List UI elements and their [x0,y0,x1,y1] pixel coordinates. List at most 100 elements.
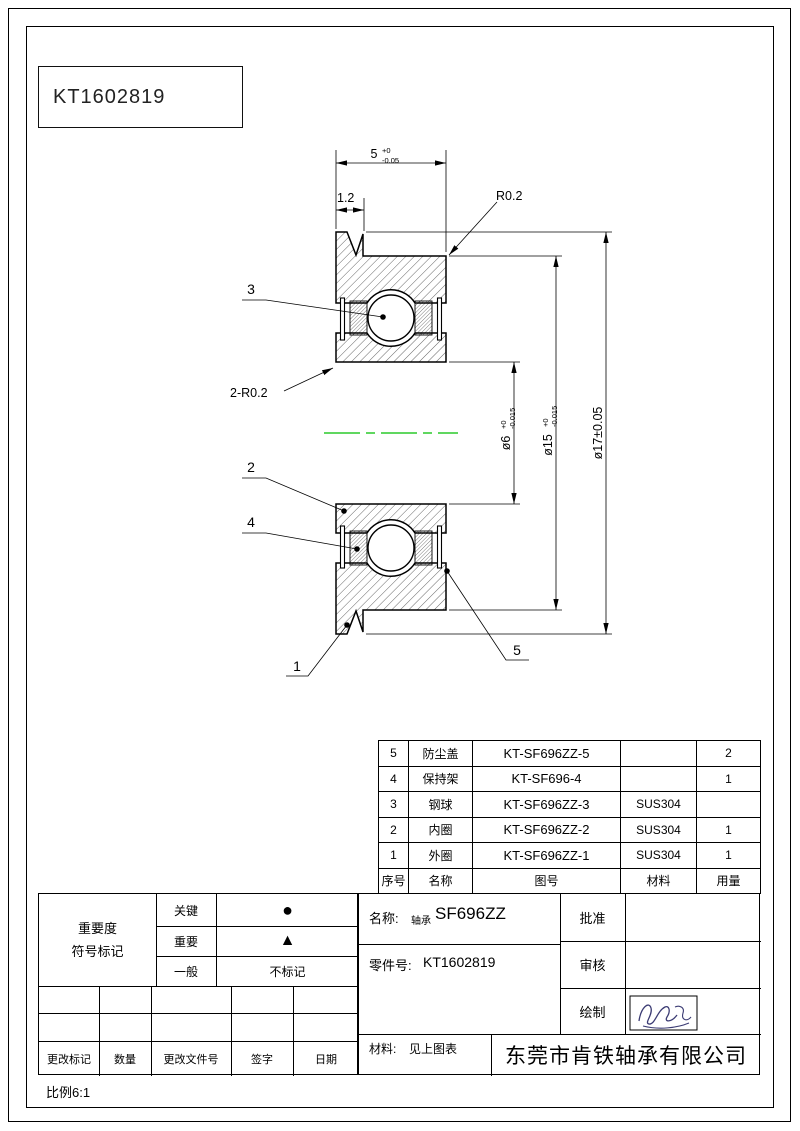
footer-change-doc-no: 更改文件号 [163,1053,219,1066]
bearing-section-drawing: 5 +0 -0.05 1.2 R0.2 2-R0.2 ø6 +0 -0.015 … [230,146,612,677]
parts-cell-qty [696,791,761,818]
parts-row-1: 1 外圈 KT-SF696ZZ-1 SUS304 1 [378,842,761,869]
importance-general-label: 一般 [173,964,198,979]
svg-text:+0: +0 [541,418,550,427]
svg-text:ø15: ø15 [541,434,555,456]
parts-cell-name: 外圈 [408,842,473,869]
outer-border-frame [8,8,791,1122]
dim-flange-width-text: 1.2 [337,191,354,205]
face-radius-text: 2-R0.2 [230,386,268,400]
ball-bottom [367,524,415,572]
importance-table: 重要度 符号标记 关键 重要 一般 ● ▲ 不标记 更改标记 数量 更改文件号 … [38,893,359,1076]
outer-ring-top-section [335,231,447,304]
parts-cell-material: SUS304 [620,816,697,843]
name-prefix: 轴承 [411,916,431,927]
parts-cell-qty: 1 [696,765,761,792]
footer-signature: 签字 [251,1053,273,1066]
svg-text:2: 2 [247,459,255,475]
parts-cell-qty: 1 [696,816,761,843]
parts-cell-material [620,740,697,767]
parts-header-material: 材料 [620,867,697,894]
footer-quantity: 数量 [114,1053,136,1066]
name-value: SF696ZZ [435,904,506,923]
cage-top-left [349,300,368,336]
svg-text:+0: +0 [382,146,391,155]
parts-row-4: 4 保持架 KT-SF696-4 1 [378,765,761,792]
approve-label: 批准 [579,911,606,926]
review-label: 审核 [579,958,606,973]
parts-cell-name: 内圈 [408,816,473,843]
cage-top-right [414,300,433,336]
parts-table: 5 防尘盖 KT-SF696ZZ-5 2 4 保持架 KT-SF696-4 1 … [378,740,761,894]
inner-border-frame [26,26,774,1108]
parts-cell-no: 1 [378,842,409,869]
corner-radius-text: R0.2 [496,189,522,203]
parts-cell-dwg: KT-SF696ZZ-2 [472,816,621,843]
svg-text:4: 4 [247,514,255,530]
parts-cell-name: 防尘盖 [408,740,473,767]
importance-major-label: 重要 [173,934,198,949]
svg-text:ø17±0.05: ø17±0.05 [591,407,605,460]
no-mark-label: 不标记 [269,964,306,979]
flange-od-dim-text: ø17±0.05 [591,407,605,460]
parts-header-row: 序号 名称 图号 材料 用量 [378,867,761,894]
filled-circle-icon: ● [282,899,293,920]
svg-text:ø6: ø6 [499,436,513,451]
part-number-label: 零件号: [369,958,412,973]
od-dim-text: ø15 +0 -0.015 [541,406,559,456]
parts-row-2: 2 内圈 KT-SF696ZZ-2 SUS304 1 [378,816,761,843]
balloon-5: 5 [444,568,529,661]
shield-top-left [339,297,346,341]
parts-cell-dwg: KT-SF696ZZ-1 [472,842,621,869]
footer-change-mark: 更改标记 [47,1053,91,1066]
leader-face-radius [283,367,334,392]
dimension-texts: 5 +0 -0.05 1.2 R0.2 2-R0.2 ø6 +0 -0.015 … [230,146,605,459]
parts-row-3: 3 钢球 KT-SF696ZZ-3 SUS304 [378,791,761,818]
dimension-lines [283,150,612,635]
parts-cell-material: SUS304 [620,791,697,818]
parts-cell-dwg: KT-SF696-4 [472,765,621,792]
parts-cell-material [620,765,697,792]
filled-triangle-icon: ▲ [279,932,296,949]
bore-dim-text: ø6 +0 -0.015 [499,408,517,451]
importance-title: 重要度 符号标记 [71,920,124,959]
parts-cell-dwg: KT-SF696ZZ-3 [472,791,621,818]
bearing-cross-section [324,231,458,635]
parts-cell-name: 保持架 [408,765,473,792]
ball-top [367,294,415,342]
signature-stroke [638,1004,678,1025]
parts-cell-no: 2 [378,816,409,843]
parts-cell-name: 钢球 [408,791,473,818]
name-label: 名称: [369,911,399,926]
inner-ring-top-section [335,332,447,363]
material-value: 见上图表 [409,1042,458,1056]
balloon-1: 1 [286,622,350,677]
parts-row-5: 5 防尘盖 KT-SF696ZZ-5 2 [378,740,761,767]
cage-bottom-right [414,530,433,566]
svg-text:-0.015: -0.015 [508,408,517,429]
parts-header-dwg: 图号 [472,867,621,894]
material-label: 材料: [369,1042,397,1056]
parts-header-no: 序号 [378,867,409,894]
svg-text:1: 1 [293,658,301,674]
importance-key-label: 关键 [173,903,198,918]
parts-cell-no: 4 [378,765,409,792]
title-block: 名称: 轴承 SF696ZZ 零件号: KT1602819 材料: 见上图表 批… [358,893,761,1076]
balloon-3: 3 [242,281,386,320]
shield-top-right [436,297,443,341]
shield-bottom-right [436,525,443,569]
parts-cell-qty: 2 [696,740,761,767]
footer-date: 日期 [315,1053,337,1066]
svg-text:5: 5 [513,642,521,658]
balloon-2: 2 [242,459,347,514]
svg-text:-0.05: -0.05 [382,156,399,165]
scale-label: 比例6:1 [46,1085,91,1100]
leader-corner-radius [448,201,498,256]
parts-cell-qty: 1 [696,842,761,869]
draw-label: 绘制 [579,1004,606,1020]
svg-text:3: 3 [247,281,255,297]
parts-header-name: 名称 [408,867,473,894]
drawing-number: KT1602819 [53,85,166,108]
parts-cell-no: 3 [378,791,409,818]
